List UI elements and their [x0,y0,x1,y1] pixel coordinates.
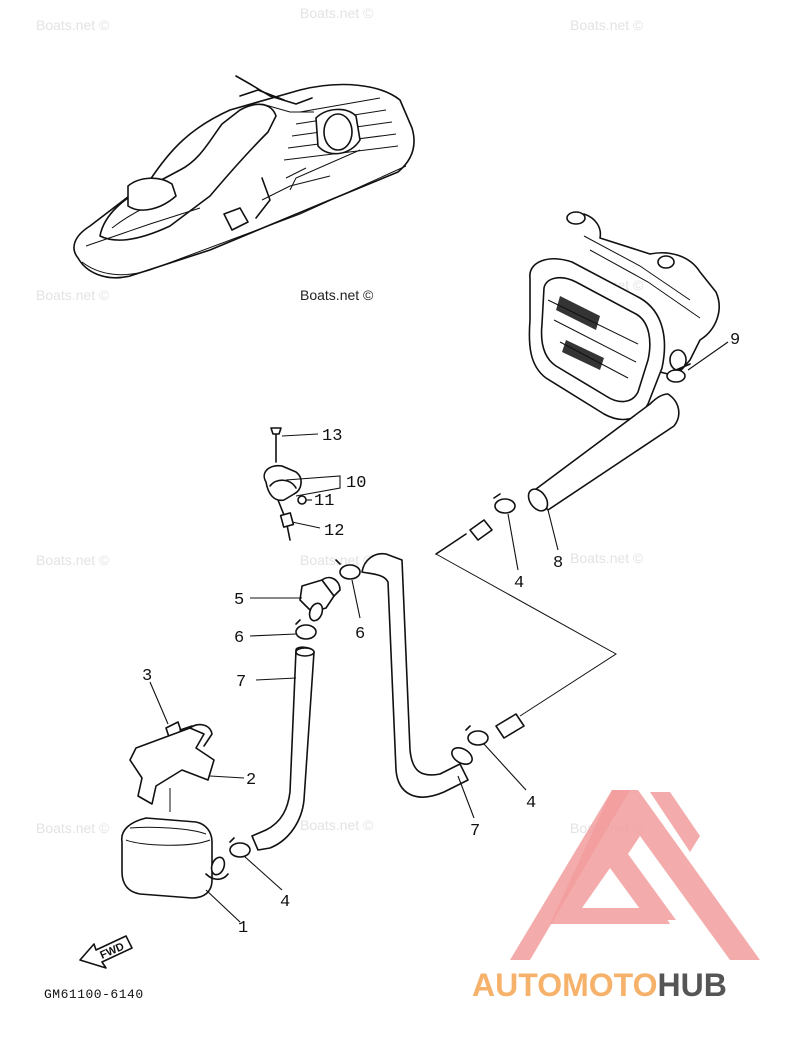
callout-4-middle: 4 [526,794,536,813]
diagram-code: GM61100-6140 [44,987,144,1002]
callout-9: 9 [730,331,740,350]
nut-11 [297,495,307,505]
callout-6-left: 6 [234,629,244,648]
clamp-6-lower [295,619,317,640]
bracket-2 [129,723,215,805]
watermark: Boats.net © [570,17,644,33]
watermark: Boats.net © [36,17,110,33]
callout-2: 2 [246,771,256,790]
elbow-joint-5 [299,576,341,622]
automotohub-logo: AUTOMOTOHUB [472,790,760,1003]
clamp-9 [666,363,691,383]
callout-7-left: 7 [236,673,246,692]
logo-triangle-mark [550,790,760,960]
callout-7-right: 7 [470,822,480,841]
callout-3: 3 [142,667,152,686]
watermark: Boats.net © [36,820,110,836]
watermark: Boats.net © [570,550,644,566]
logo-text: AUTOMOTOHUB [472,967,727,1003]
watermark: Boats.net © [300,817,374,833]
bolt-13 [270,427,282,463]
callout-13: 13 [322,427,342,446]
hose-7-left [251,646,315,851]
container-1 [121,817,229,899]
clamp-4-upper [493,493,516,514]
nipple-upper [435,519,493,555]
hose-8 [527,393,680,512]
callout-11: 11 [314,492,334,511]
jet-pump-housing [528,211,720,421]
watercraft-illustration [73,75,415,279]
callout-4-lower: 4 [280,893,290,912]
watermark: Boats.net © [300,287,374,303]
logo-text-automoto: AUTOMOTO [472,967,657,1003]
forward-arrow-icon: FWD [79,935,133,969]
hose-7-right [361,552,473,798]
logo-triangle-inner [650,792,700,852]
logo-triangle-left [510,790,630,960]
callout-4-upper: 4 [514,574,524,593]
callout-10: 10 [346,474,366,493]
watermark: Boats.net © [36,552,110,568]
clamp-6-upper [335,559,361,580]
callout-6-right: 6 [355,625,365,644]
callout-1: 1 [238,919,248,938]
connection-line [435,553,617,717]
callout-layer: 13 10 11 12 9 8 4 5 6 6 7 3 2 [142,331,740,938]
fwd-label: FWD [98,941,126,962]
callout-8: 8 [553,554,563,573]
logo-text-hub: HUB [657,967,726,1003]
band-10 [263,464,302,541]
clamp-4-middle [465,725,489,746]
watermark: Boats.net © [36,287,110,303]
callout-12: 12 [324,522,344,541]
clamp-4-lower [229,837,251,858]
watermark: Boats.net © [300,5,374,21]
collar-12 [279,512,295,528]
callout-5: 5 [234,591,244,610]
nipple-middle [495,713,525,739]
